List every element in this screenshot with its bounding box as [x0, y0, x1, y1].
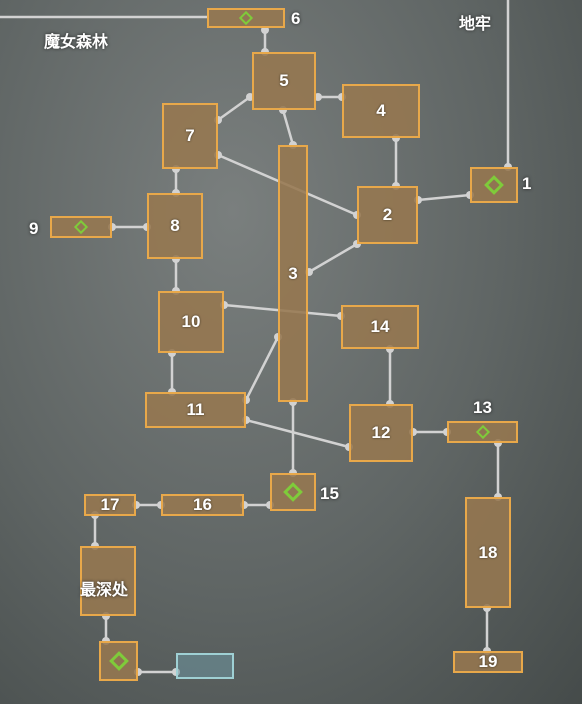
path-5-7 — [217, 95, 251, 122]
room-label-1: 1 — [522, 174, 532, 193]
save-point-icon — [484, 175, 504, 195]
room-number: 11 — [186, 400, 205, 419]
save-point-icon — [283, 482, 303, 502]
room-number: 12 — [371, 423, 391, 442]
room-19[interactable]: 19 — [453, 651, 523, 673]
room-number: 16 — [193, 495, 212, 514]
area-label-dungeon: 地牢 — [459, 16, 492, 33]
room-number: 3 — [288, 263, 298, 283]
room-16[interactable]: 16 — [161, 494, 244, 516]
room-deepest-save[interactable] — [99, 641, 138, 681]
room-number: 5 — [279, 71, 289, 90]
room-number: 10 — [181, 312, 201, 331]
room-8[interactable]: 8 — [147, 193, 203, 259]
save-point-icon — [73, 219, 89, 235]
save-point-icon — [238, 10, 254, 26]
room-number: 2 — [382, 205, 393, 224]
room-label-6: 6 — [291, 9, 301, 28]
area-label-deepest: 最深处 — [80, 582, 129, 599]
room-17[interactable]: 17 — [84, 494, 136, 516]
room-15[interactable] — [270, 473, 316, 511]
room-18[interactable]: 18 — [465, 497, 511, 608]
room-6[interactable] — [207, 8, 285, 28]
room-7[interactable]: 7 — [162, 103, 218, 169]
room-deepest[interactable] — [80, 546, 136, 616]
room-2[interactable]: 2 — [357, 186, 418, 244]
room-number: 14 — [370, 317, 390, 336]
room-1[interactable] — [470, 167, 518, 203]
room-4[interactable]: 4 — [342, 84, 420, 138]
room-11[interactable]: 11 — [145, 392, 246, 428]
room-number: 18 — [478, 542, 498, 562]
path-11-3 — [244, 336, 280, 401]
room-label-15: 15 — [320, 484, 339, 503]
area-label-witch-forest: 魔女森林 — [44, 34, 109, 51]
room-13[interactable] — [447, 421, 518, 443]
room-number: 8 — [170, 216, 180, 235]
path-11-12 — [245, 418, 350, 449]
room-number: 19 — [478, 652, 498, 671]
path-2-1 — [417, 193, 471, 202]
room-5[interactable]: 5 — [252, 52, 316, 110]
save-point-icon — [475, 424, 490, 440]
room-12[interactable]: 12 — [349, 404, 413, 462]
path-2-3 — [308, 242, 358, 274]
room-label-9: 9 — [29, 219, 39, 238]
room-3[interactable]: 3 — [278, 145, 308, 402]
room-label-13: 13 — [473, 398, 492, 417]
room-number: 17 — [100, 495, 120, 514]
room-number: 7 — [185, 126, 195, 145]
room-10[interactable]: 10 — [158, 291, 224, 353]
room-number: 4 — [376, 101, 386, 120]
path-5-3 — [281, 109, 295, 146]
room-exit[interactable] — [176, 653, 234, 679]
save-point-icon — [108, 651, 129, 671]
room-9[interactable] — [50, 216, 112, 238]
room-14[interactable]: 14 — [341, 305, 419, 349]
